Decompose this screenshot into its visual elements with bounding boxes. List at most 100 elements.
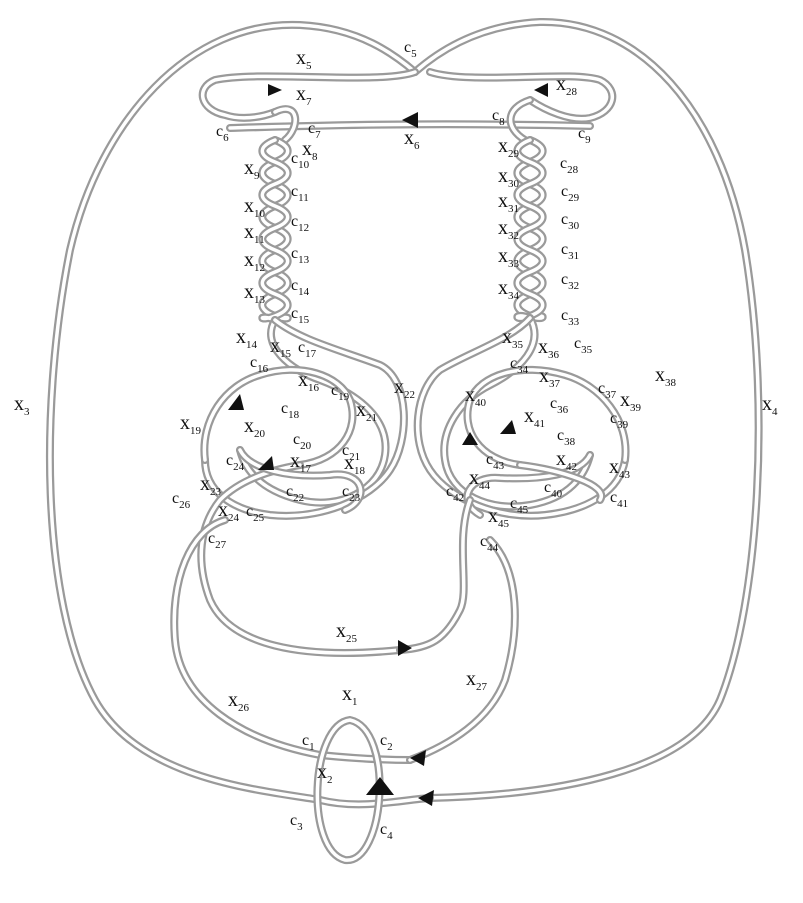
label-c15: c15 bbox=[291, 305, 310, 326]
label-main: x bbox=[290, 450, 300, 472]
label-main: x bbox=[556, 448, 566, 470]
label-subscript: 4 bbox=[772, 406, 778, 418]
label-main: x bbox=[342, 683, 352, 705]
label-main: x bbox=[498, 277, 508, 299]
label-main: x bbox=[538, 336, 548, 358]
label-subscript: 1 bbox=[309, 741, 315, 753]
label-c21: c21 bbox=[342, 442, 360, 463]
label-c8: c8 bbox=[492, 107, 505, 128]
label-main: c bbox=[560, 155, 567, 172]
label-subscript: 33 bbox=[568, 316, 580, 328]
label-main: x bbox=[502, 326, 512, 348]
label-main: c bbox=[291, 245, 298, 262]
label-c23: c23 bbox=[342, 483, 361, 504]
label-subscript: 38 bbox=[665, 377, 677, 389]
label-x25: x25 bbox=[336, 620, 358, 645]
label-main: c bbox=[286, 483, 293, 500]
strand-x1-x2 bbox=[315, 718, 382, 862]
label-subscript: 34 bbox=[508, 290, 520, 302]
label-subscript: 18 bbox=[288, 409, 300, 421]
label-main: x bbox=[498, 217, 508, 239]
label-x10: x10 bbox=[244, 195, 266, 220]
label-main: x bbox=[244, 221, 254, 243]
label-subscript: 30 bbox=[568, 220, 580, 232]
label-subscript: 21 bbox=[366, 412, 377, 424]
label-c33: c33 bbox=[561, 307, 580, 328]
label-c2: c2 bbox=[380, 732, 393, 753]
label-subscript: 9 bbox=[254, 170, 260, 182]
label-x36: x36 bbox=[538, 336, 560, 361]
label-c14: c14 bbox=[291, 277, 310, 298]
label-main: c bbox=[550, 395, 557, 412]
label-subscript: 11 bbox=[298, 192, 309, 204]
label-main: x bbox=[244, 157, 254, 179]
label-x2: x2 bbox=[317, 761, 333, 786]
label-subscript: 25 bbox=[253, 512, 265, 524]
strand-x5 bbox=[200, 70, 417, 120]
strand-x26-outline bbox=[170, 516, 414, 764]
arrow-x1 bbox=[366, 777, 394, 795]
label-x29: x29 bbox=[498, 135, 520, 160]
label-subscript: 14 bbox=[246, 339, 258, 351]
strand-x25-right-outline bbox=[396, 496, 474, 654]
label-main: x bbox=[244, 281, 254, 303]
label-x30: x30 bbox=[498, 165, 520, 190]
label-main: x bbox=[469, 467, 479, 489]
label-main: c bbox=[298, 339, 305, 356]
strand-x26 bbox=[172, 518, 412, 762]
label-x17: x17 bbox=[290, 450, 312, 475]
label-main: c bbox=[610, 489, 617, 506]
label-main: c bbox=[342, 483, 349, 500]
label-main: x bbox=[244, 415, 254, 437]
label-c41: c41 bbox=[610, 489, 628, 510]
label-c13: c13 bbox=[291, 245, 310, 266]
label-subscript: 37 bbox=[605, 389, 617, 401]
label-x37: x37 bbox=[539, 365, 561, 390]
label-c10: c10 bbox=[291, 150, 310, 171]
label-subscript: 19 bbox=[338, 391, 350, 403]
label-main: c bbox=[293, 431, 300, 448]
label-x31: x31 bbox=[498, 190, 519, 215]
label-c45: c45 bbox=[510, 495, 529, 516]
label-subscript: 28 bbox=[566, 86, 578, 98]
label-main: x bbox=[317, 761, 327, 783]
label-c31: c31 bbox=[561, 241, 579, 262]
strand-x3 bbox=[48, 23, 417, 802]
label-main: c bbox=[561, 307, 568, 324]
label-x33: x33 bbox=[498, 245, 520, 270]
label-subscript: 29 bbox=[568, 192, 580, 204]
label-subscript: 14 bbox=[298, 286, 310, 298]
label-subscript: 32 bbox=[508, 230, 519, 242]
label-main: x bbox=[539, 365, 549, 387]
label-subscript: 32 bbox=[568, 280, 579, 292]
label-subscript: 5 bbox=[411, 48, 417, 60]
label-main: x bbox=[270, 335, 280, 357]
label-subscript: 36 bbox=[557, 404, 569, 416]
label-main: x bbox=[200, 473, 210, 495]
label-subscript: 39 bbox=[630, 402, 642, 414]
label-x3: x3 bbox=[14, 393, 30, 418]
label-main: x bbox=[655, 364, 665, 386]
label-x28: x28 bbox=[556, 73, 578, 98]
label-main: x bbox=[488, 505, 498, 527]
label-main: x bbox=[498, 135, 508, 157]
label-x22: x22 bbox=[394, 376, 415, 401]
label-subscript: 23 bbox=[210, 486, 222, 498]
arrow-x7 bbox=[268, 84, 282, 96]
label-subscript: 24 bbox=[233, 461, 245, 473]
label-main: x bbox=[302, 138, 312, 160]
label-main: c bbox=[208, 530, 215, 547]
label-c9: c9 bbox=[578, 125, 591, 146]
label-main: c bbox=[380, 732, 387, 749]
label-c18: c18 bbox=[281, 400, 300, 421]
label-subscript: 3 bbox=[297, 821, 303, 833]
label-c11: c11 bbox=[291, 183, 309, 204]
label-main: c bbox=[172, 490, 179, 507]
label-x5: x5 bbox=[296, 47, 312, 72]
label-main: x bbox=[298, 369, 308, 391]
label-x27: x27 bbox=[466, 668, 488, 693]
label-subscript: 15 bbox=[298, 314, 310, 326]
label-main: c bbox=[561, 241, 568, 258]
strand-left-twist-b bbox=[260, 138, 290, 322]
